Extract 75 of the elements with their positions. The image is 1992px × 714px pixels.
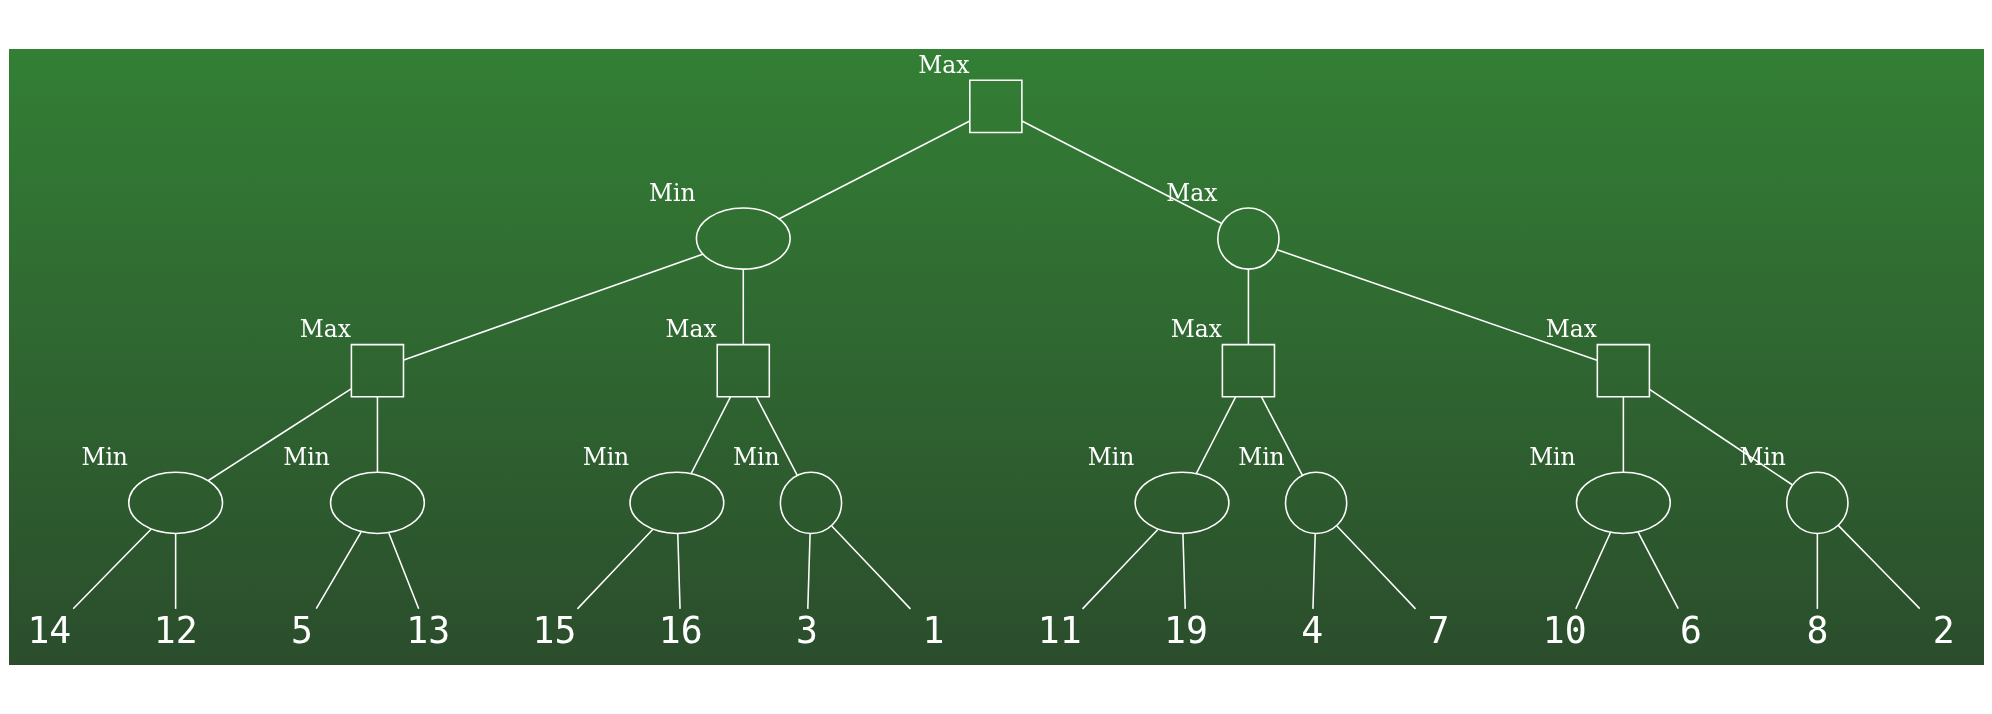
node-text: 1 <box>921 609 944 653</box>
node-ellipse <box>1133 471 1230 535</box>
node-label: Max <box>917 51 969 80</box>
connector <box>806 533 811 610</box>
node-label: Min <box>648 178 696 207</box>
connector <box>1247 268 1249 346</box>
node-text: 12 <box>153 609 198 653</box>
connector <box>1081 528 1159 610</box>
node-text: 19 <box>1163 609 1208 653</box>
connector <box>71 528 152 610</box>
connector <box>1816 533 1818 610</box>
node-label: Min <box>80 442 128 471</box>
node-circle <box>1216 207 1280 270</box>
connector <box>376 396 378 473</box>
node-text: 14 <box>26 609 71 653</box>
connector <box>1260 396 1303 477</box>
node-text: 15 <box>532 609 576 653</box>
node-label: Min <box>1237 442 1285 471</box>
node-ellipse <box>329 471 425 535</box>
node-label: Max <box>299 315 351 344</box>
node-ellipse <box>695 207 791 270</box>
connector <box>1181 533 1186 610</box>
node-text: 13 <box>405 609 450 653</box>
node-box <box>350 343 404 398</box>
node-label: Min <box>582 442 629 471</box>
node-circle <box>779 471 842 535</box>
node-circle <box>1284 471 1347 535</box>
node-text: 2 <box>1932 609 1955 653</box>
node-label: Min <box>1087 442 1134 471</box>
connector <box>1636 531 1679 610</box>
connector <box>689 396 731 475</box>
connector <box>1195 396 1236 475</box>
node-circle <box>1785 471 1849 535</box>
node-text: 4 <box>1300 609 1323 653</box>
node-label: Max <box>1170 315 1222 344</box>
connector <box>1648 388 1793 486</box>
node-text: 8 <box>1805 609 1828 653</box>
node-label: Max <box>665 315 717 344</box>
node-ellipse <box>1575 471 1671 535</box>
connector <box>830 525 911 610</box>
node-text: 16 <box>658 609 703 653</box>
node-ellipse <box>127 471 223 535</box>
connector <box>1622 396 1624 473</box>
node-label: Min <box>1528 442 1576 471</box>
node-text: 6 <box>1679 609 1702 653</box>
connector <box>755 396 798 477</box>
connector <box>576 528 653 610</box>
node-label: Max <box>1165 178 1217 207</box>
connector <box>1335 525 1416 610</box>
connector <box>676 533 681 610</box>
connector <box>778 120 971 220</box>
connector <box>387 531 419 610</box>
node-text: 5 <box>290 609 313 653</box>
connector <box>207 388 352 482</box>
node-label: Min <box>732 442 780 471</box>
node-text: 11 <box>1037 609 1082 653</box>
connector <box>1311 533 1316 610</box>
node-box <box>968 79 1023 134</box>
node-box <box>1221 343 1275 398</box>
connector <box>742 268 744 346</box>
connector <box>1275 249 1598 362</box>
connector <box>1836 524 1920 610</box>
connector <box>1020 120 1222 225</box>
connector <box>174 533 176 610</box>
connector <box>314 531 362 610</box>
node-box <box>1596 343 1650 398</box>
connector <box>1574 531 1611 610</box>
node-label: Max <box>1545 315 1597 344</box>
node-label: Min <box>282 442 330 471</box>
node-text: 3 <box>795 609 818 653</box>
node-text: 7 <box>1427 609 1449 653</box>
node-box <box>715 343 770 398</box>
connector <box>402 253 703 361</box>
node-text: 10 <box>1542 609 1587 653</box>
node-ellipse <box>628 471 725 535</box>
